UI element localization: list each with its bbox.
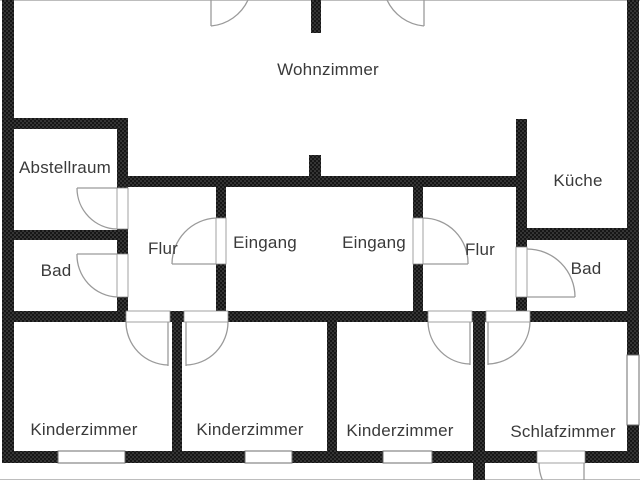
wall-segment	[627, 0, 639, 355]
wall-segment	[292, 451, 383, 463]
room-label-bad-right: Bad	[570, 259, 602, 278]
door-arc	[171, 217, 217, 265]
wall-segment	[516, 297, 527, 322]
door-arc	[427, 321, 471, 365]
wall-segment	[472, 311, 486, 322]
room-label-abstellraum: Abstellraum	[19, 158, 111, 177]
window	[244, 450, 293, 464]
door-opening	[183, 310, 229, 323]
window	[382, 450, 433, 464]
door-openings	[116, 187, 586, 464]
door-arc	[185, 321, 229, 366]
room-label-flur-right: Flur	[464, 240, 496, 259]
door-arc	[210, 0, 249, 27]
wall-segment	[216, 187, 226, 218]
door-arc	[538, 462, 544, 480]
room-label-kinderzimmer-2: Kinderzimmer	[196, 420, 304, 439]
door-arc	[76, 187, 118, 230]
wall-segment	[311, 0, 321, 33]
door-opening	[116, 253, 129, 298]
room-label-schlafzimmer: Schlafzimmer	[510, 422, 616, 441]
wall-segment	[2, 451, 58, 463]
wall-segment	[530, 311, 639, 322]
room-label-wohnzimmer: Wohnzimmer	[277, 60, 379, 79]
room-label-kinderzimmer-1: Kinderzimmer	[30, 420, 138, 439]
door-opening	[215, 217, 227, 265]
room-label-eingang-right: Eingang	[342, 233, 406, 252]
door-opening	[116, 187, 129, 230]
room-label-flur-left: Flur	[147, 239, 179, 258]
door-arc	[526, 248, 576, 298]
room-label-kinderzimmer-3: Kinderzimmer	[346, 421, 454, 440]
door-arc	[76, 253, 118, 298]
door-opening	[412, 217, 424, 265]
room-label-bad-left: Bad	[40, 261, 72, 280]
door-swings	[76, 0, 585, 480]
wall-segment	[228, 311, 428, 322]
room-label-kueche: Küche	[553, 171, 603, 190]
wall-segment	[627, 425, 639, 463]
wall-segment	[2, 230, 118, 240]
wall-segment	[117, 176, 527, 187]
wall-segment	[473, 322, 485, 480]
wall-segment	[172, 322, 182, 451]
wall-segment	[117, 229, 128, 254]
door-opening	[536, 450, 586, 464]
window	[626, 354, 640, 426]
door-opening	[485, 310, 531, 323]
wall-segment	[413, 264, 423, 322]
wall-segment	[585, 451, 627, 463]
room-label-eingang-left: Eingang	[233, 233, 297, 252]
door-opening	[515, 246, 528, 298]
windows	[57, 354, 640, 464]
wall-segment	[117, 118, 128, 188]
wall-segment	[117, 297, 128, 322]
wall-segment	[413, 187, 423, 218]
door-arc	[422, 217, 469, 265]
wall-segment	[2, 118, 128, 129]
wall-segment	[125, 451, 245, 463]
wall-segment	[516, 119, 527, 247]
door-arc	[487, 321, 531, 365]
wall-segment	[170, 311, 184, 322]
door-opening	[125, 310, 171, 323]
wall-segment	[516, 228, 639, 240]
wall-segment	[327, 322, 337, 451]
wall-segment	[216, 264, 226, 322]
door-arc	[386, 0, 425, 27]
wall-segment	[2, 311, 126, 322]
door-arc	[125, 321, 169, 366]
window	[57, 450, 126, 464]
door-opening	[427, 310, 473, 323]
